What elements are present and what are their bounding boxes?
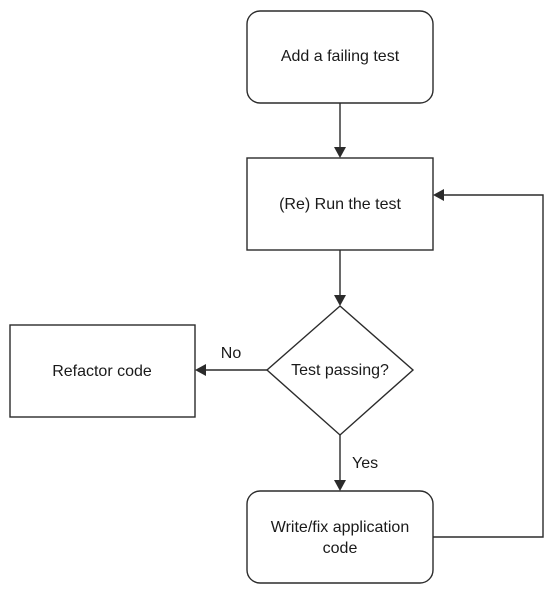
node-write-fix-code-label-line2: code — [323, 540, 358, 557]
edge-decision-to-refactor: No — [195, 345, 267, 376]
node-add-failing-test-label: Add a failing test — [281, 48, 400, 65]
edge-run-to-decision — [334, 250, 346, 306]
node-run-test-label: (Re) Run the test — [279, 196, 401, 213]
node-test-passing: Test passing? — [265, 305, 415, 436]
edge-label-yes: Yes — [352, 455, 378, 472]
edge-decision-to-write: Yes — [334, 435, 378, 491]
node-run-test-shape — [246, 157, 434, 251]
edge-write-loop-to-run — [433, 189, 544, 538]
arrowhead-icon — [334, 480, 346, 491]
edge-add-to-run — [334, 103, 346, 158]
node-write-fix-code-shape — [246, 490, 434, 584]
arrowhead-icon — [195, 364, 206, 376]
node-write-fix-code: Write/fix application code — [246, 490, 434, 584]
edge-write-loop-to-run-line — [433, 194, 544, 538]
arrowhead-icon — [433, 189, 444, 201]
node-add-failing-test: Add a failing test — [246, 10, 434, 104]
node-refactor-code-label: Refactor code — [52, 363, 152, 380]
node-test-passing-label: Test passing? — [291, 362, 389, 379]
edge-label-no: No — [221, 345, 242, 362]
node-run-test: (Re) Run the test — [246, 157, 434, 251]
node-refactor-code: Refactor code — [9, 324, 196, 418]
node-write-fix-code-label-line1: Write/fix application — [271, 519, 409, 536]
node-refactor-code-shape — [9, 324, 196, 418]
arrowhead-icon — [334, 295, 346, 306]
arrowhead-icon — [334, 147, 346, 158]
